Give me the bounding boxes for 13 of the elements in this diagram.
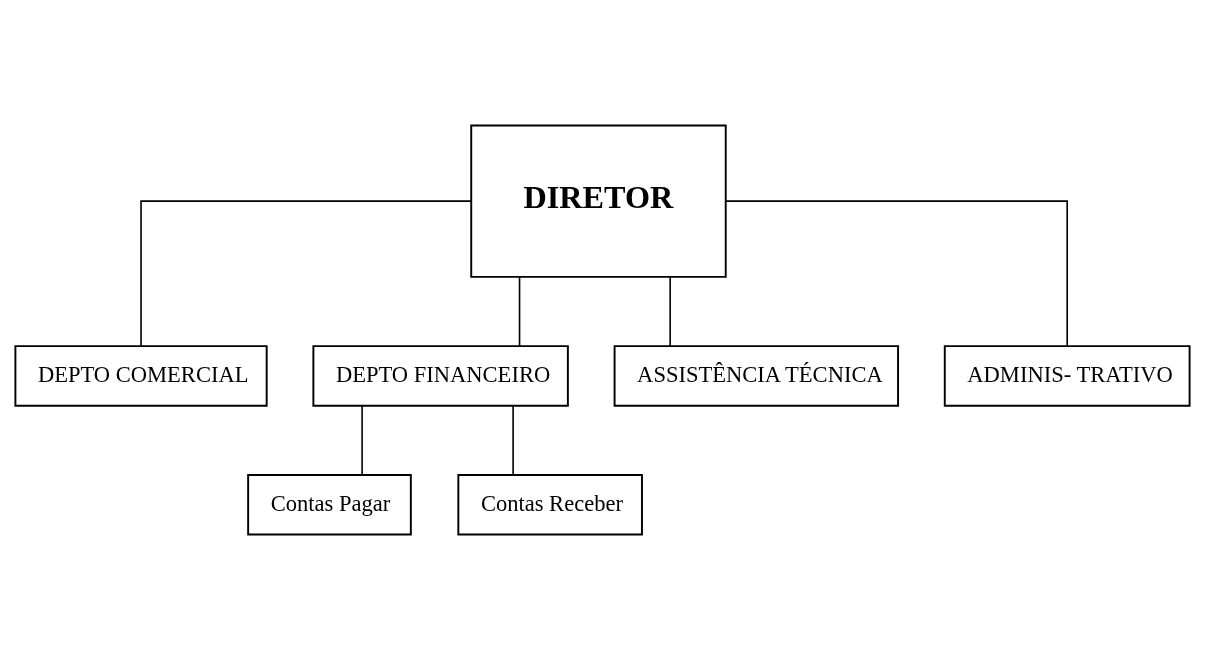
- connector: [725, 199, 1068, 346]
- node-box: Contas Pagar: [247, 473, 412, 536]
- connector: [140, 199, 472, 346]
- node-box: ASSISTÊNCIA TÉCNICA: [613, 344, 900, 407]
- connector: [361, 404, 363, 475]
- node-box: DEPTO FINANCEIRO: [312, 344, 569, 407]
- node-box: ADMINIS- TRATIVO: [943, 344, 1191, 407]
- node-box: DIRETOR: [470, 123, 727, 278]
- connector: [518, 275, 521, 347]
- node-box: Contas Receber: [457, 473, 643, 536]
- connector: [512, 404, 514, 475]
- connector: [669, 275, 671, 347]
- node-box: DEPTO COMERCIAL: [14, 344, 268, 407]
